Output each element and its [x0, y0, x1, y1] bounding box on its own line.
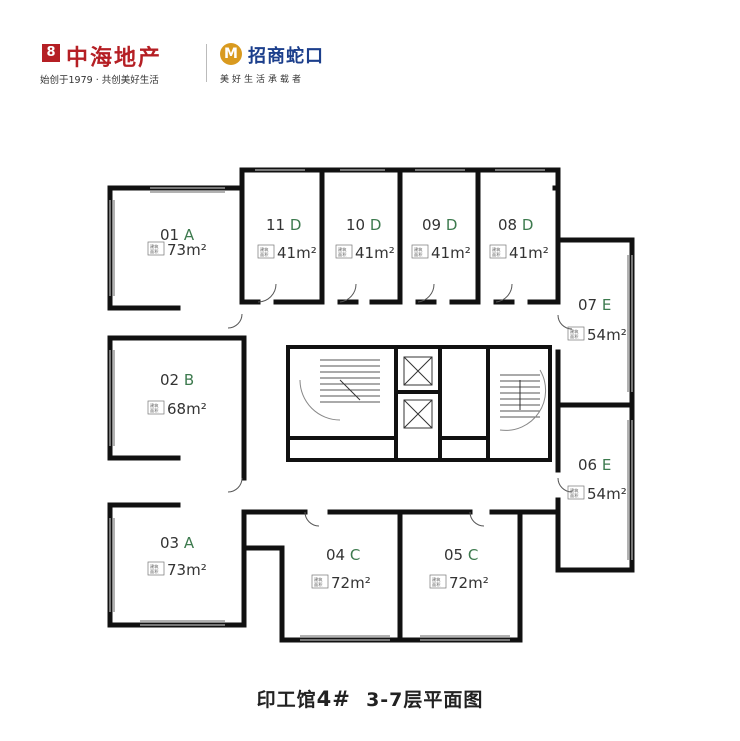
windows: [109, 169, 633, 641]
unit-06-area: 建筑 面积 54m²: [567, 485, 627, 503]
unit-04-code: 04 C: [326, 546, 360, 564]
unit-03-area: 建筑 面积 73m²: [147, 561, 207, 579]
svg-text:41m²: 41m²: [509, 244, 549, 262]
unit-02-code: 02 B: [160, 371, 194, 389]
svg-text:建筑: 建筑: [570, 328, 579, 335]
cmsk-logo-icon: M: [220, 43, 242, 65]
svg-text:54m²: 54m²: [587, 326, 627, 344]
svg-text:面积: 面积: [314, 581, 322, 588]
unit-01-code: 01 A: [160, 226, 195, 244]
svg-text:72m²: 72m²: [331, 574, 371, 592]
wall-unit-07: [555, 237, 635, 408]
unit-11-area: 建筑 面积 41m²: [257, 244, 317, 262]
svg-text:建筑: 建筑: [260, 246, 269, 253]
svg-text:41m²: 41m²: [431, 244, 471, 262]
svg-text:建筑: 建筑: [150, 243, 159, 250]
logo-divider: [206, 44, 207, 82]
svg-text:建筑: 建筑: [338, 246, 347, 253]
unit-10-code: 10 D: [346, 216, 381, 234]
svg-text:面积: 面积: [570, 492, 578, 499]
wall-units-d: [239, 167, 561, 305]
zhonghai-logo-icon: 8: [42, 44, 60, 62]
svg-text:68m²: 68m²: [167, 400, 207, 418]
unit-10-area: 建筑 面积 41m²: [335, 244, 395, 262]
unit-04-area: 建筑 面积 72m²: [311, 574, 371, 592]
svg-text:54m²: 54m²: [587, 485, 627, 503]
unit-03-code: 03 A: [160, 534, 195, 552]
unit-07-area: 建筑 面积 54m²: [567, 326, 627, 344]
svg-text:面积: 面积: [432, 581, 440, 588]
plan-caption: 印工馆4# 3-7层平面图: [0, 685, 740, 712]
unit-06-code: 06 E: [578, 456, 611, 474]
svg-text:建筑: 建筑: [150, 563, 159, 570]
unit-01-area: 建筑 面积 73m²: [147, 241, 207, 259]
area-badges: 建筑 面积 73m² 建筑 面积 68m² 建筑 面积 73m² 建筑 面积 4…: [147, 241, 627, 592]
cmsk-name: 招商蛇口: [248, 46, 324, 67]
svg-text:建筑: 建筑: [150, 402, 159, 409]
svg-text:面积: 面积: [338, 251, 346, 258]
stair-left: [299, 359, 380, 421]
svg-text:建筑: 建筑: [570, 487, 579, 494]
svg-text:73m²: 73m²: [167, 561, 207, 579]
svg-text:72m²: 72m²: [449, 574, 489, 592]
zhonghai-logo: 8 中海地产 始创于1979 · 共创美好生活: [40, 42, 200, 86]
svg-text:41m²: 41m²: [355, 244, 395, 262]
cmsk-slogan: 美好生活承载者: [220, 75, 305, 85]
zhonghai-name: 中海地产: [66, 45, 163, 71]
elevators: [403, 356, 433, 429]
zhonghai-slogan: 始创于1979 · 共创美好生活: [40, 75, 159, 86]
unit-08-code: 08 D: [498, 216, 533, 234]
unit-02-area: 建筑 面积 68m²: [147, 400, 207, 418]
unit-07-code: 07 E: [578, 296, 611, 314]
unit-09-code: 09 D: [422, 216, 457, 234]
core: [286, 345, 552, 462]
svg-text:建筑: 建筑: [492, 246, 501, 253]
doors: [227, 283, 573, 527]
unit-labels: 01 A 02 B 03 A 11 D 10 D 09 D 08 D 07 E …: [160, 216, 611, 564]
unit-08-area: 建筑 面积 41m²: [489, 244, 549, 262]
unit-05-area: 建筑 面积 72m²: [429, 574, 489, 592]
caption-building: 印工馆: [256, 689, 317, 711]
svg-text:建筑: 建筑: [414, 246, 423, 253]
svg-text:面积: 面积: [150, 407, 158, 414]
caption-floors: 3-7层平面图: [366, 689, 484, 711]
svg-text:面积: 面积: [570, 333, 578, 340]
cmsk-logo: M 招商蛇口 美好生活承载者: [218, 42, 358, 86]
svg-text:73m²: 73m²: [167, 241, 207, 259]
svg-text:面积: 面积: [260, 251, 268, 258]
svg-text:面积: 面积: [414, 251, 422, 258]
unit-11-code: 11 D: [266, 216, 301, 234]
unit-05-code: 05 C: [444, 546, 478, 564]
stair-right: [499, 369, 547, 431]
svg-text:面积: 面积: [492, 251, 500, 258]
svg-text:建筑: 建筑: [432, 576, 441, 583]
svg-text:面积: 面积: [150, 248, 158, 255]
svg-text:41m²: 41m²: [277, 244, 317, 262]
unit-09-area: 建筑 面积 41m²: [411, 244, 471, 262]
svg-text:面积: 面积: [150, 568, 158, 575]
wall-unit-04: [241, 509, 403, 643]
svg-text:建筑: 建筑: [314, 576, 323, 583]
caption-number: 4#: [316, 687, 351, 711]
